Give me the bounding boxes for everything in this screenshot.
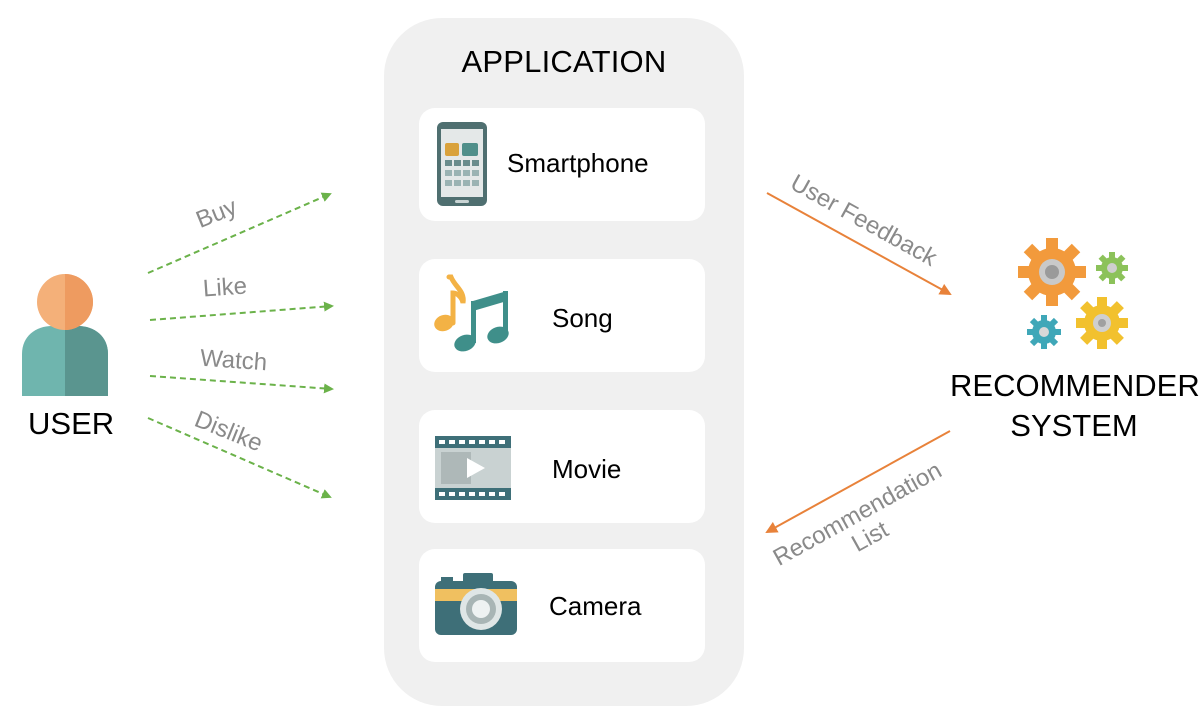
arrow-user-feedback (766, 192, 952, 295)
user-label: USER (28, 406, 115, 441)
action-label-watch: Watch (199, 344, 269, 377)
smartphone-icon (437, 122, 487, 206)
recommender-label-line1: RECOMMENDER (950, 368, 1200, 403)
card-label-smartphone: Smartphone (507, 148, 649, 178)
recommender-label-line2: SYSTEM (1010, 408, 1138, 443)
camera-icon (435, 573, 517, 635)
action-label-like: Like (202, 272, 248, 303)
arrow-watch (149, 375, 334, 394)
film-strip-icon (435, 436, 511, 500)
card-smartphone[interactable]: Smartphone (419, 108, 705, 221)
arrow-buy (147, 192, 332, 274)
application-title: APPLICATION (461, 44, 667, 79)
arrow-like (149, 301, 334, 321)
card-label-movie: Movie (552, 454, 622, 484)
user-avatar-icon (22, 274, 108, 396)
card-label-camera: Camera (549, 591, 642, 621)
card-song[interactable]: Song (419, 259, 705, 372)
gears-icon (1018, 238, 1128, 349)
arrow-dislike (147, 417, 332, 499)
arrow-recommendation-list (765, 430, 951, 533)
card-label-song: Song (552, 303, 613, 333)
card-camera[interactable]: Camera (419, 549, 705, 662)
card-movie[interactable]: Movie (419, 410, 705, 523)
recommender-label: RECOMMENDER SYSTEM (950, 366, 1200, 446)
music-note-icon (434, 274, 509, 352)
